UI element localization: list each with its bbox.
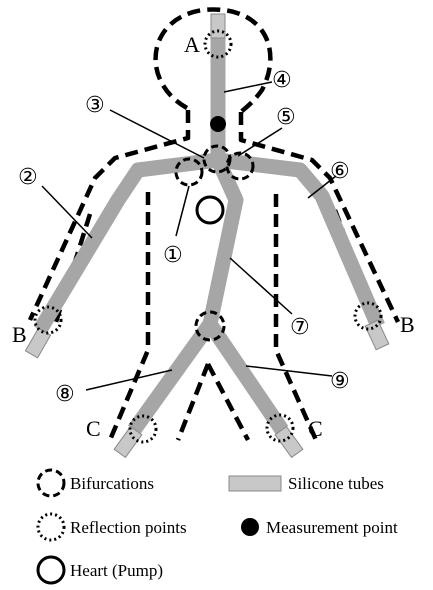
left-inner-leg-outline <box>178 364 208 440</box>
leader-7 <box>230 258 292 314</box>
legend-bifurcation-icon <box>38 470 64 496</box>
legend: Bifurcations Silicone tubes Reflection p… <box>38 470 398 583</box>
legend-bifurcations-label: Bifurcations <box>70 474 154 493</box>
label-c-right: C <box>308 416 323 441</box>
label-1: ① <box>163 243 183 268</box>
label-6: ⑥ <box>330 159 350 184</box>
label-8: ⑧ <box>55 382 75 407</box>
legend-measurement-label: Measurement point <box>266 518 398 537</box>
label-5: ⑤ <box>276 105 296 130</box>
tube-right-leg <box>210 324 282 430</box>
legend-reflection-icon <box>38 514 64 540</box>
label-2: ② <box>18 165 38 190</box>
tube-left-leg <box>134 324 210 430</box>
label-9: ⑨ <box>330 369 350 394</box>
label-4: ④ <box>272 68 292 93</box>
legend-silicone-tubes-label: Silicone tubes <box>288 474 384 493</box>
label-3: ③ <box>85 93 105 118</box>
heart-pump <box>197 197 223 223</box>
legend-silicone-tube-icon <box>229 476 281 491</box>
tube-end-b-right <box>365 320 389 349</box>
label-b-right: B <box>400 312 415 337</box>
leader-4 <box>224 82 272 92</box>
label-a: A <box>184 32 200 57</box>
left-torso-outline <box>110 192 148 440</box>
legend-reflection-label: Reflection points <box>70 518 187 537</box>
label-b-left: B <box>12 322 27 347</box>
measurement-point <box>210 116 226 132</box>
leader-2 <box>42 186 92 238</box>
legend-heart-label: Heart (Pump) <box>70 561 163 580</box>
leader-1 <box>176 186 189 236</box>
legend-heart-icon <box>38 557 64 583</box>
tube-end-a <box>211 14 225 38</box>
right-body-outline <box>241 112 398 322</box>
tube-descending <box>210 160 236 324</box>
label-c-left: C <box>86 416 101 441</box>
label-7: ⑦ <box>290 315 310 340</box>
tube-right-arm <box>218 160 378 326</box>
legend-measurement-icon <box>241 518 259 536</box>
